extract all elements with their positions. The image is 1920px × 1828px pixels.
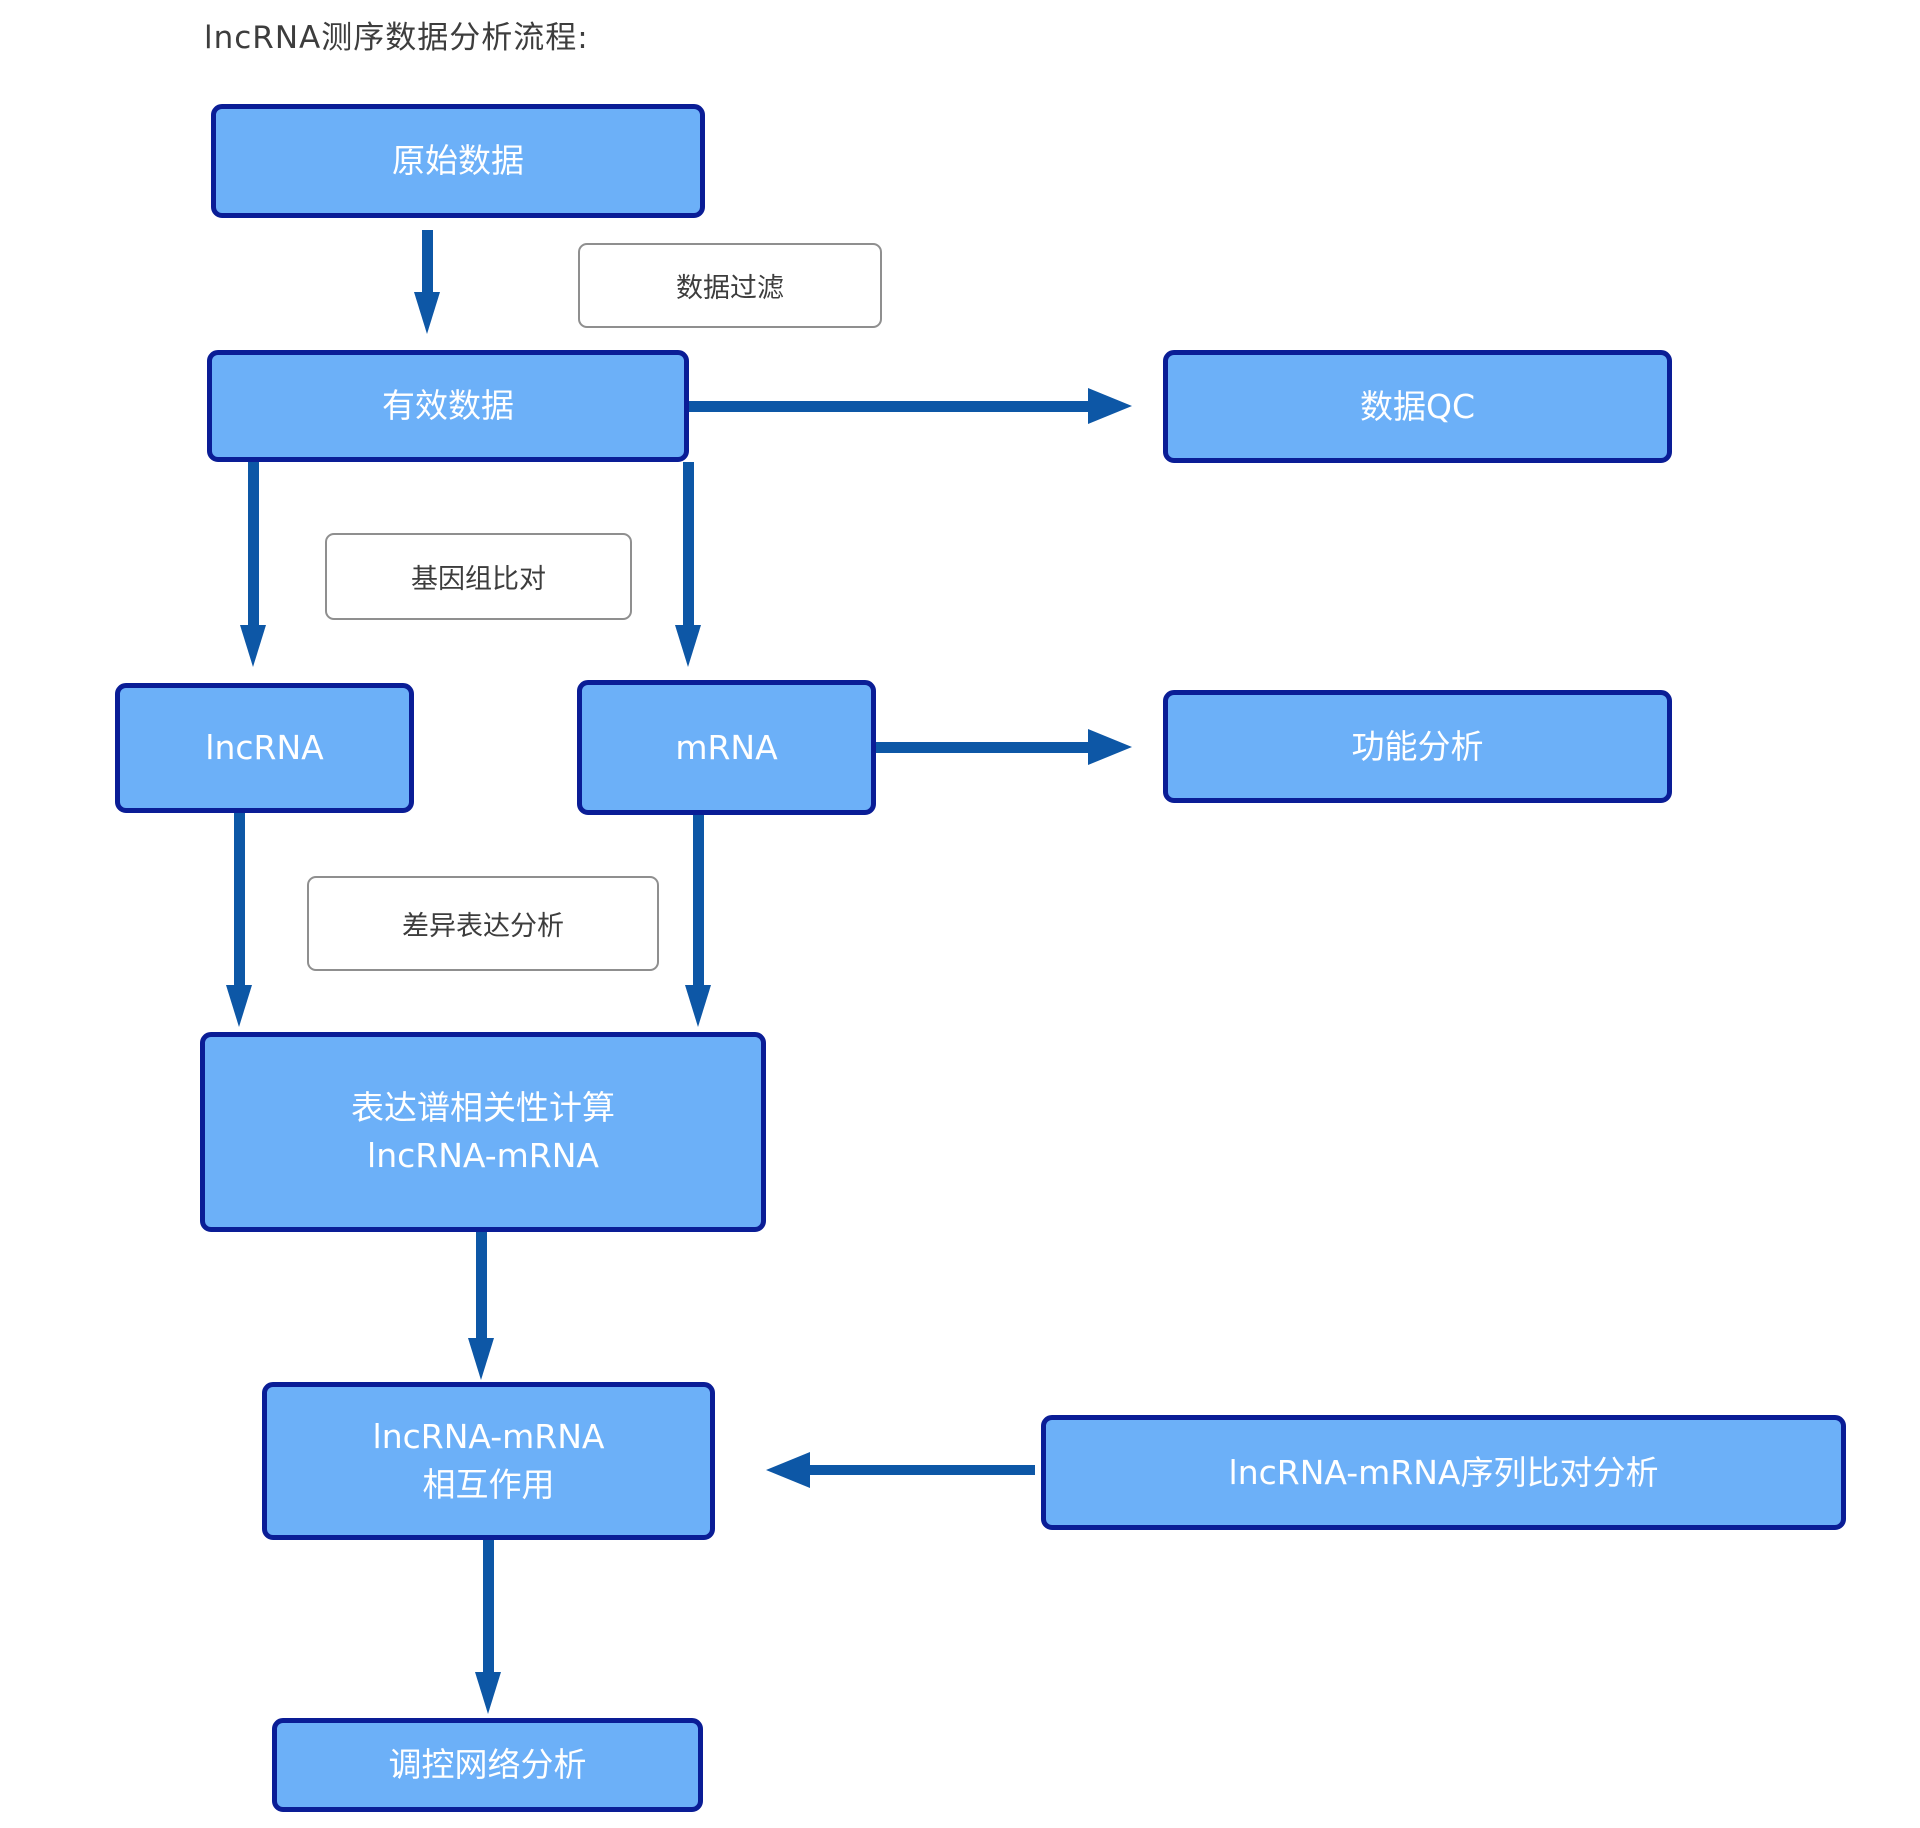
node-lncrna-mrna-interaction-line2: 相互作用 (422, 1465, 555, 1504)
node-raw-data: 原始数据 (211, 104, 705, 218)
node-expression-correlation: 表达谱相关性计算 lncRNA-mRNA (200, 1032, 766, 1232)
node-valid-data: 有效数据 (207, 350, 689, 462)
node-mrna: mRNA (577, 680, 876, 815)
node-lncrna-mrna-interaction: lncRNA-mRNA 相互作用 (262, 1382, 715, 1540)
edge-label-genome-alignment: 基因组比对 (325, 533, 632, 620)
node-lncrna-mrna-interaction-line1: lncRNA-mRNA (372, 1417, 605, 1457)
node-raw-data-label: 原始数据 (392, 141, 524, 181)
node-expression-correlation-line1: 表达谱相关性计算 (351, 1088, 615, 1128)
node-lncrna: lncRNA (115, 683, 414, 813)
edge-label-genome-alignment-text: 基因组比对 (411, 564, 546, 595)
node-regulatory-network-label: 调控网络分析 (388, 1745, 587, 1785)
edge-label-differential-expression: 差异表达分析 (307, 876, 659, 971)
node-expression-correlation-line2: lncRNA-mRNA (367, 1136, 599, 1175)
node-functional-analysis: 功能分析 (1163, 690, 1672, 803)
node-data-qc-label: 数据QC (1359, 386, 1476, 426)
diagram-title: lncRNA测序数据分析流程: (204, 20, 589, 56)
edge-label-differential-expression-text: 差异表达分析 (402, 911, 564, 942)
node-lncrna-label: lncRNA (205, 728, 324, 768)
node-sequence-alignment: lncRNA-mRNA序列比对分析 (1041, 1415, 1846, 1530)
edge-label-data-filtering: 数据过滤 (578, 243, 882, 328)
node-regulatory-network: 调控网络分析 (272, 1718, 703, 1812)
edge-label-data-filtering-text: 数据过滤 (676, 273, 784, 304)
node-functional-analysis-label: 功能分析 (1351, 726, 1484, 766)
node-mrna-label: mRNA (675, 727, 778, 767)
node-sequence-alignment-label: lncRNA-mRNA序列比对分析 (1228, 1452, 1659, 1492)
node-data-qc: 数据QC (1163, 350, 1672, 463)
node-valid-data-label: 有效数据 (382, 386, 514, 426)
